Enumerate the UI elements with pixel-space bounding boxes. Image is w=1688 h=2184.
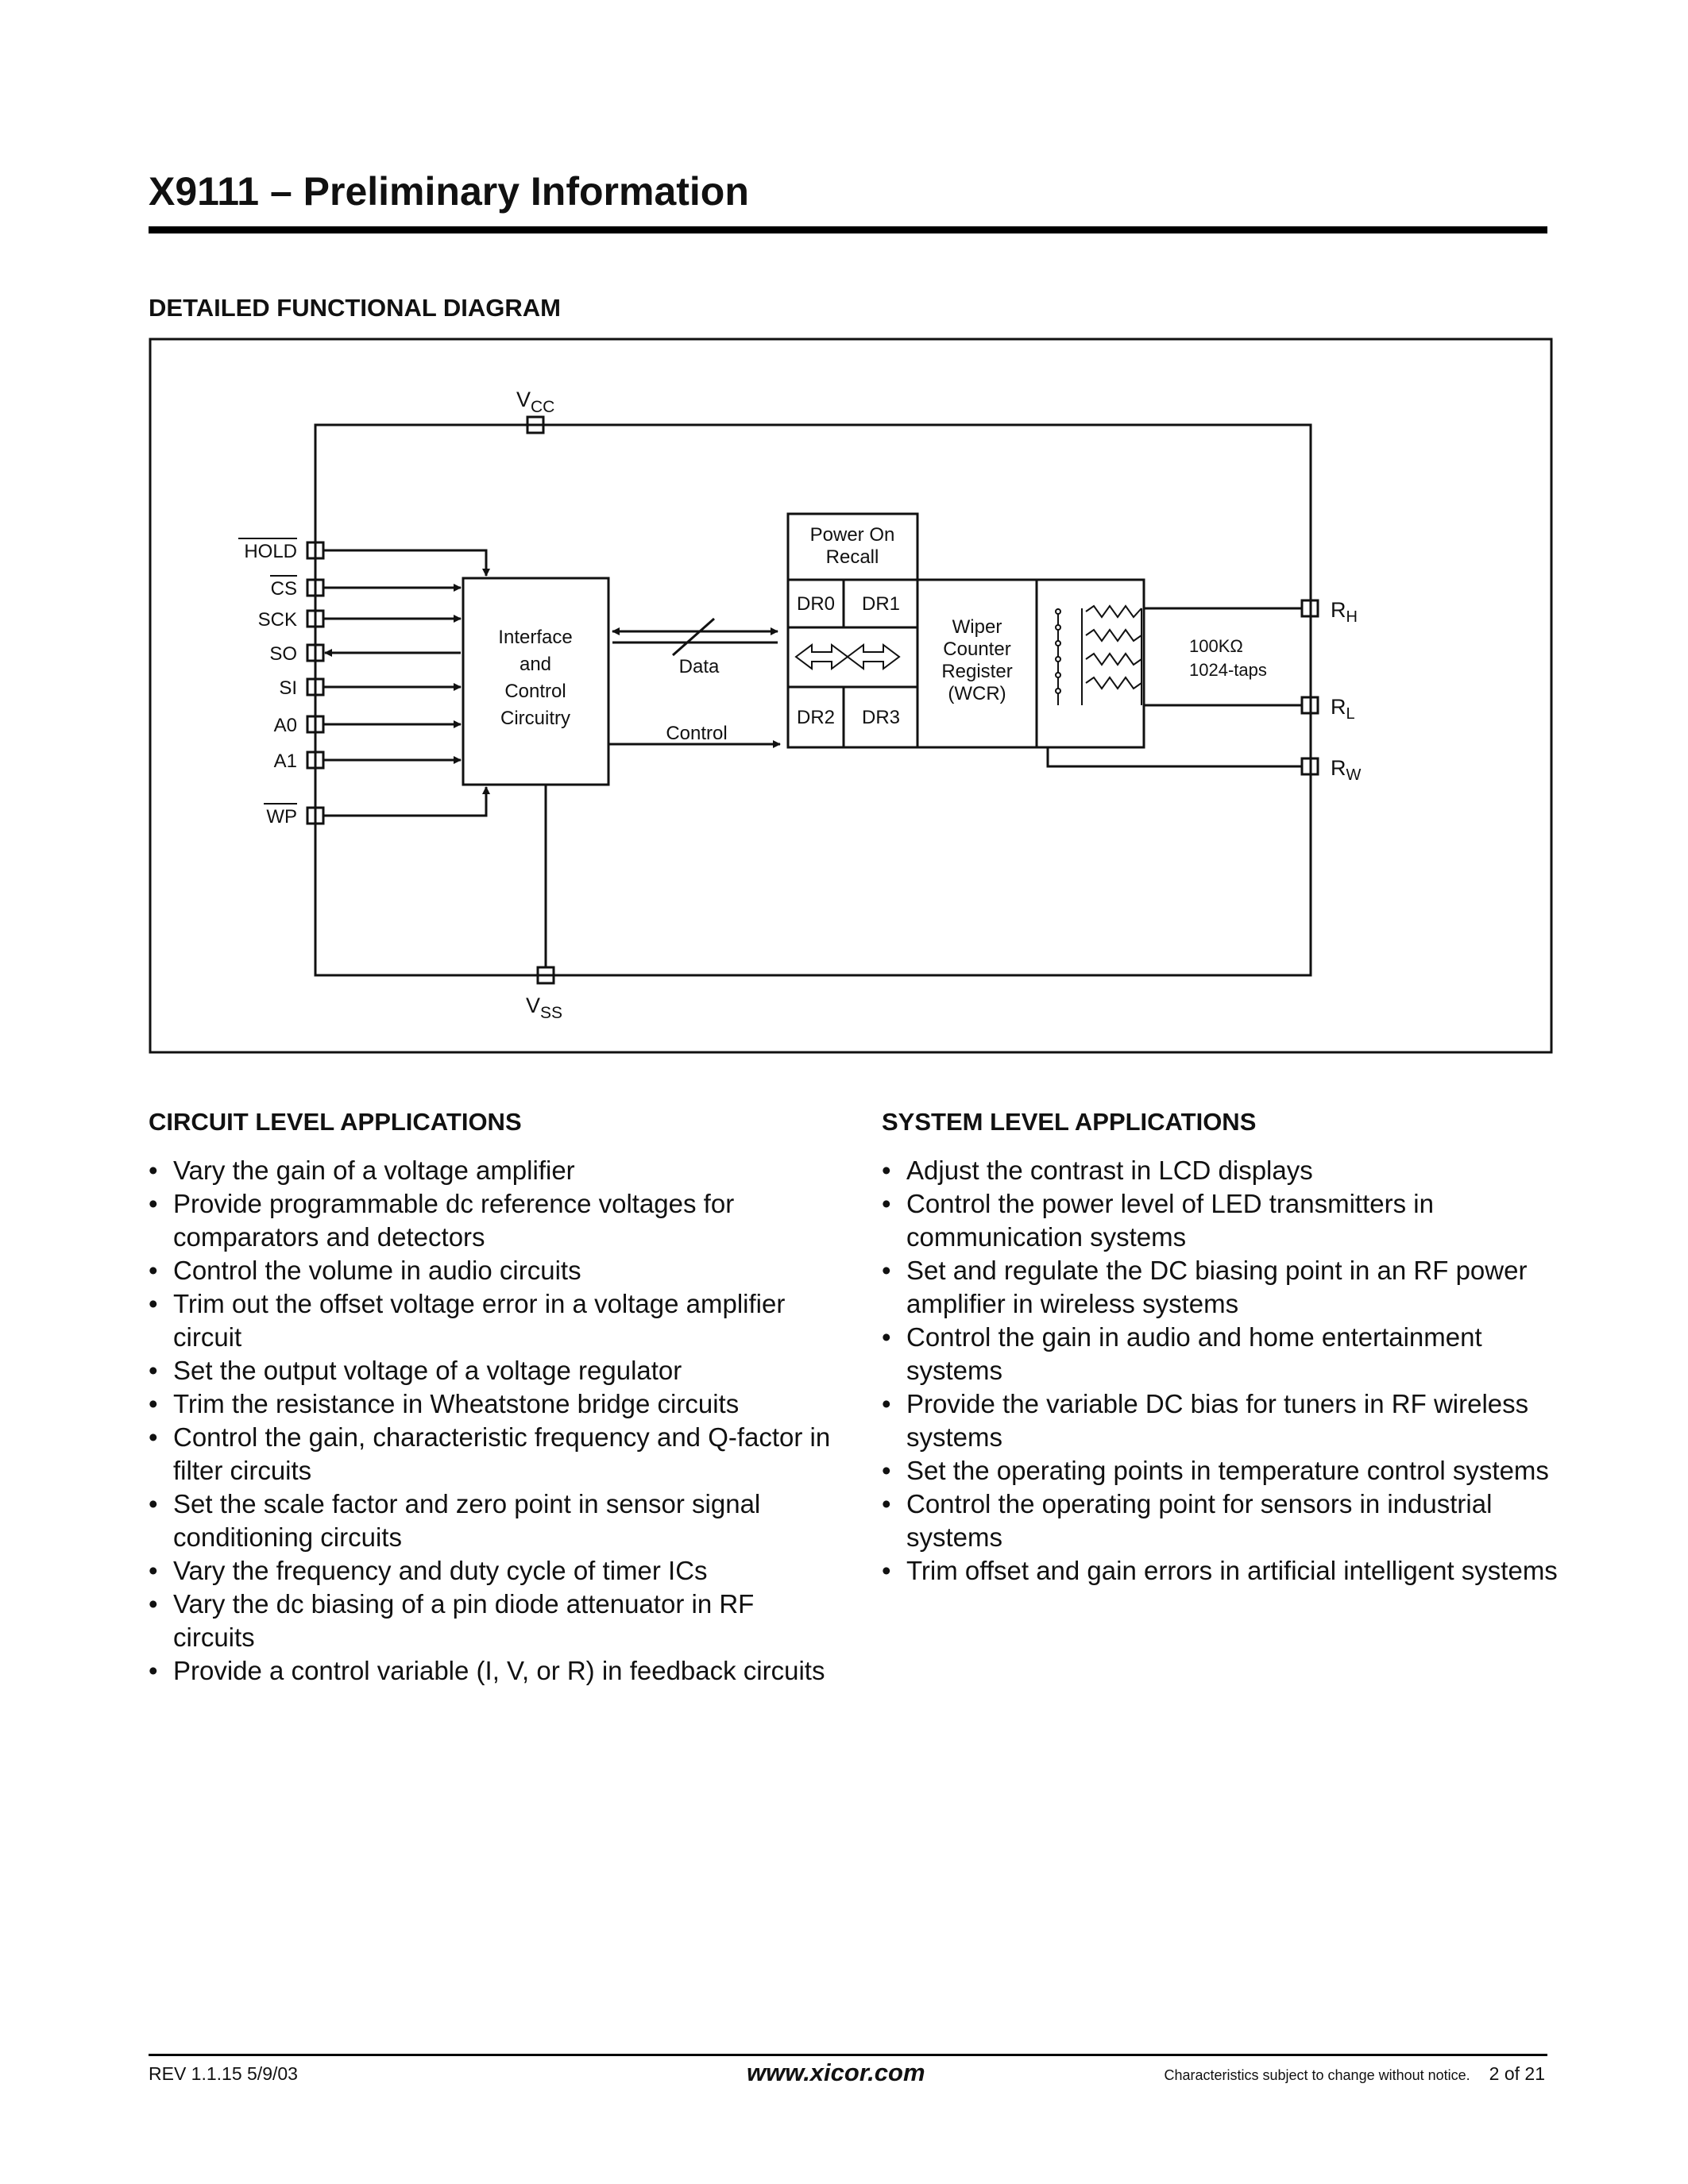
- internal-rail: [314, 423, 1312, 977]
- diagram-heading: DETAILED FUNCTIONAL DIAGRAM: [149, 294, 561, 322]
- list-item: Set the operating points in temperature …: [882, 1454, 1565, 1488]
- functional-diagram: VCC VSS HOLD CS SCK SO SI A0 A1 WP Inter…: [149, 338, 1553, 1054]
- interface-label-1: Interface: [498, 627, 572, 648]
- title-rule: [149, 226, 1547, 233]
- wcr-label-2: Counter: [943, 639, 1010, 660]
- list-item: Trim out the offset voltage error in a v…: [149, 1287, 832, 1354]
- footer-notice: Characteristics subject to change withou…: [1164, 2063, 1545, 2085]
- dr3-label: DR3: [862, 707, 900, 728]
- control-label: Control: [666, 723, 727, 744]
- list-item: Set the output voltage of a voltage regu…: [149, 1354, 832, 1387]
- pin-rl-pad: [1300, 696, 1319, 715]
- footer-rule: [149, 2054, 1547, 2056]
- resistance-label: 100KΩ: [1189, 636, 1243, 656]
- pin-hold-label: HOLD: [244, 541, 297, 562]
- list-item: Control the gain, characteristic frequen…: [149, 1421, 832, 1488]
- list-item: Set the scale factor and zero point in s…: [149, 1488, 832, 1554]
- list-item: Trim offset and gain errors in artificia…: [882, 1554, 1565, 1588]
- pin-sck-label: SCK: [258, 609, 297, 631]
- pin-si-label: SI: [279, 677, 297, 699]
- pin-so-pad: [306, 643, 325, 662]
- register-transfer-arrows: [794, 643, 901, 670]
- list-item: Adjust the contrast in LCD displays: [882, 1154, 1565, 1187]
- list-item: Vary the dc biasing of a pin diode atten…: [149, 1588, 832, 1654]
- pin-rh-label: RH: [1331, 598, 1358, 626]
- circuit-apps-list: Vary the gain of a voltage amplifierProv…: [149, 1154, 832, 1688]
- wcr-label-3: Register: [941, 661, 1012, 682]
- dr1-label: DR1: [862, 593, 900, 615]
- system-applications: SYSTEM LEVEL APPLICATIONS Adjust the con…: [882, 1108, 1565, 1588]
- interface-label-4: Circuitry: [500, 708, 570, 729]
- list-item: Trim the resistance in Wheatstone bridge…: [149, 1387, 832, 1421]
- list-item: Vary the frequency and duty cycle of tim…: [149, 1554, 832, 1588]
- power-on-label-2: Recall: [826, 546, 879, 568]
- list-item: Provide the variable DC bias for tuners …: [882, 1387, 1565, 1454]
- dr0-label: DR0: [797, 593, 835, 615]
- pin-a0-label: A0: [274, 715, 297, 736]
- vcc-pad: [526, 415, 545, 434]
- page-title: X9111 – Preliminary Information: [149, 169, 749, 214]
- list-item: Provide a control variable (I, V, or R) …: [149, 1654, 832, 1688]
- footer-revision: REV 1.1.15 5/9/03: [149, 2063, 298, 2084]
- vcc-label: VCC: [516, 388, 554, 416]
- resistor-array-block: [1035, 578, 1145, 749]
- interface-label-3: Control: [504, 681, 566, 702]
- pin-cs-label: CS: [271, 578, 297, 600]
- list-item: Control the gain in audio and home enter…: [882, 1321, 1565, 1387]
- data-label: Data: [679, 656, 720, 677]
- wcr-label-1: Wiper: [952, 616, 1002, 638]
- footer-notice-text: Characteristics subject to change withou…: [1164, 2067, 1470, 2083]
- list-item: Control the volume in audio circuits: [149, 1254, 832, 1287]
- pin-wp-label: WP: [266, 806, 297, 828]
- diagram-frame: [149, 338, 1553, 1054]
- vss-label: VSS: [526, 994, 562, 1022]
- list-item: Provide programmable dc reference voltag…: [149, 1187, 832, 1254]
- pin-so-label: SO: [269, 643, 297, 665]
- footer-url[interactable]: www.xicor.com: [747, 2059, 925, 2086]
- list-item: Control the power level of LED transmitt…: [882, 1187, 1565, 1254]
- page-number: 2 of 21: [1489, 2063, 1545, 2084]
- pin-a1-label: A1: [274, 751, 297, 772]
- pin-rw-label: RW: [1331, 756, 1362, 784]
- resistor-ladder: [1055, 604, 1142, 705]
- interface-label-2: and: [520, 654, 551, 675]
- taps-label: 1024-taps: [1189, 660, 1267, 680]
- pin-rl-label: RL: [1331, 695, 1355, 723]
- circuit-apps-heading: CIRCUIT LEVEL APPLICATIONS: [149, 1108, 522, 1136]
- system-apps-list: Adjust the contrast in LCD displaysContr…: [882, 1154, 1565, 1588]
- system-apps-heading: SYSTEM LEVEL APPLICATIONS: [882, 1108, 1257, 1136]
- power-on-label-1: Power On: [810, 524, 895, 546]
- circuit-applications: CIRCUIT LEVEL APPLICATIONS Vary the gain…: [149, 1108, 832, 1688]
- list-item: Control the operating point for sensors …: [882, 1488, 1565, 1554]
- interface-block: [462, 577, 610, 786]
- list-item: Set and regulate the DC biasing point in…: [882, 1254, 1565, 1321]
- dr2-label: DR2: [797, 707, 835, 728]
- list-item: Vary the gain of a voltage amplifier: [149, 1154, 832, 1187]
- pin-rh-pad: [1300, 599, 1319, 618]
- wcr-label-4: (WCR): [948, 683, 1006, 704]
- pin-rw-pad: [1300, 757, 1319, 776]
